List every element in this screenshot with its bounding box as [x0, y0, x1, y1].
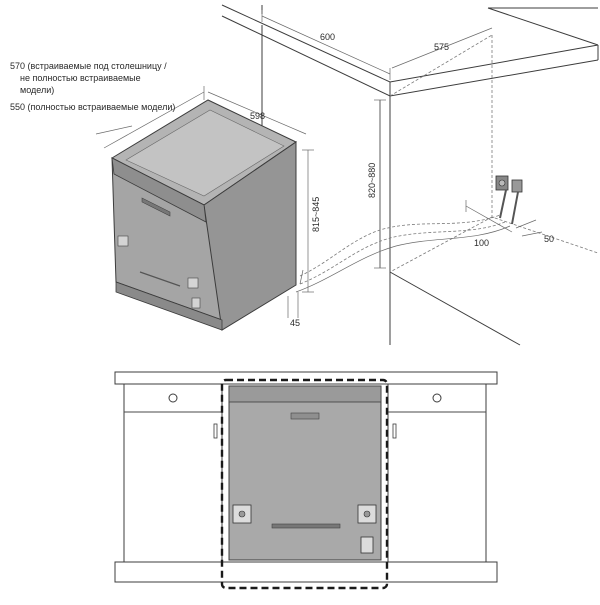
countertop	[114, 371, 498, 385]
dim-100-label: 100	[474, 238, 489, 248]
installation-outline	[220, 378, 389, 590]
depth-note-line2: не полностью встраиваемые	[20, 73, 141, 83]
left-foot-icon	[232, 504, 252, 524]
dim-575: 575	[391, 27, 493, 69]
dishwasher-front	[228, 385, 382, 561]
dim-600: 600	[261, 10, 391, 80]
right-foot-icon	[357, 504, 377, 524]
dim-50-label: 50	[544, 234, 554, 244]
left-cabinet	[123, 383, 223, 563]
right-cabinet	[387, 383, 487, 563]
water-outlet	[495, 175, 523, 225]
dim-815-845: 815~845	[302, 149, 321, 293]
dim-45-label: 45	[290, 318, 300, 328]
level-adjust-icon	[360, 536, 374, 554]
dim-50: 50	[515, 219, 554, 244]
right-drawer-knob-icon	[432, 393, 442, 403]
plinth	[114, 561, 498, 583]
countertop-outline	[221, 4, 599, 97]
dishwasher-iso	[110, 99, 297, 331]
dim-600-label: 600	[320, 32, 335, 42]
dim-100: 100	[465, 200, 513, 248]
dim-820-880: 820~880	[367, 99, 386, 269]
left-door-handle-icon	[213, 423, 218, 439]
dim-575-label: 575	[434, 42, 449, 52]
dim-598: 598	[103, 86, 307, 149]
dim-815-845-label: 815~845	[311, 197, 321, 232]
niche-walls	[261, 25, 599, 346]
depth-note-line4: 550 (полностью встраиваемые модели)	[10, 102, 175, 112]
depth-notes: 570 (встраиваемые под столешницу / не по…	[10, 61, 175, 135]
isometric-view: 600 575 820~880	[10, 4, 599, 346]
left-drawer-knob-icon	[168, 393, 178, 403]
dim-820-880-label: 820~880	[367, 163, 377, 198]
depth-note-line3: модели)	[20, 85, 54, 95]
dim-45: 45	[287, 292, 300, 328]
bottom-slot	[271, 523, 341, 529]
dim-598-label: 598	[250, 111, 265, 121]
front-view	[114, 371, 498, 590]
depth-note-line1: 570 (встраиваемые под столешницу /	[10, 61, 167, 71]
right-door-handle-icon	[392, 423, 397, 439]
door-handle-icon	[290, 412, 320, 420]
hoses	[295, 214, 511, 293]
